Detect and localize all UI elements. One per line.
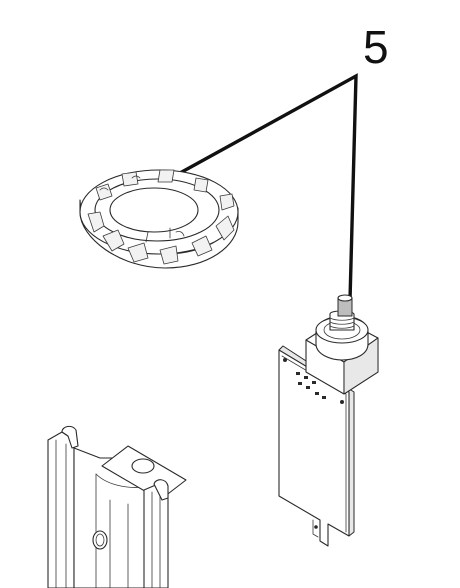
leader-line [159, 73, 358, 301]
cap-knob-part [79, 169, 239, 269]
leader-lines [159, 73, 358, 301]
mounting-bracket-part [47, 425, 187, 588]
circuit-board-part [278, 294, 379, 547]
callout-label: 5 [363, 21, 389, 73]
